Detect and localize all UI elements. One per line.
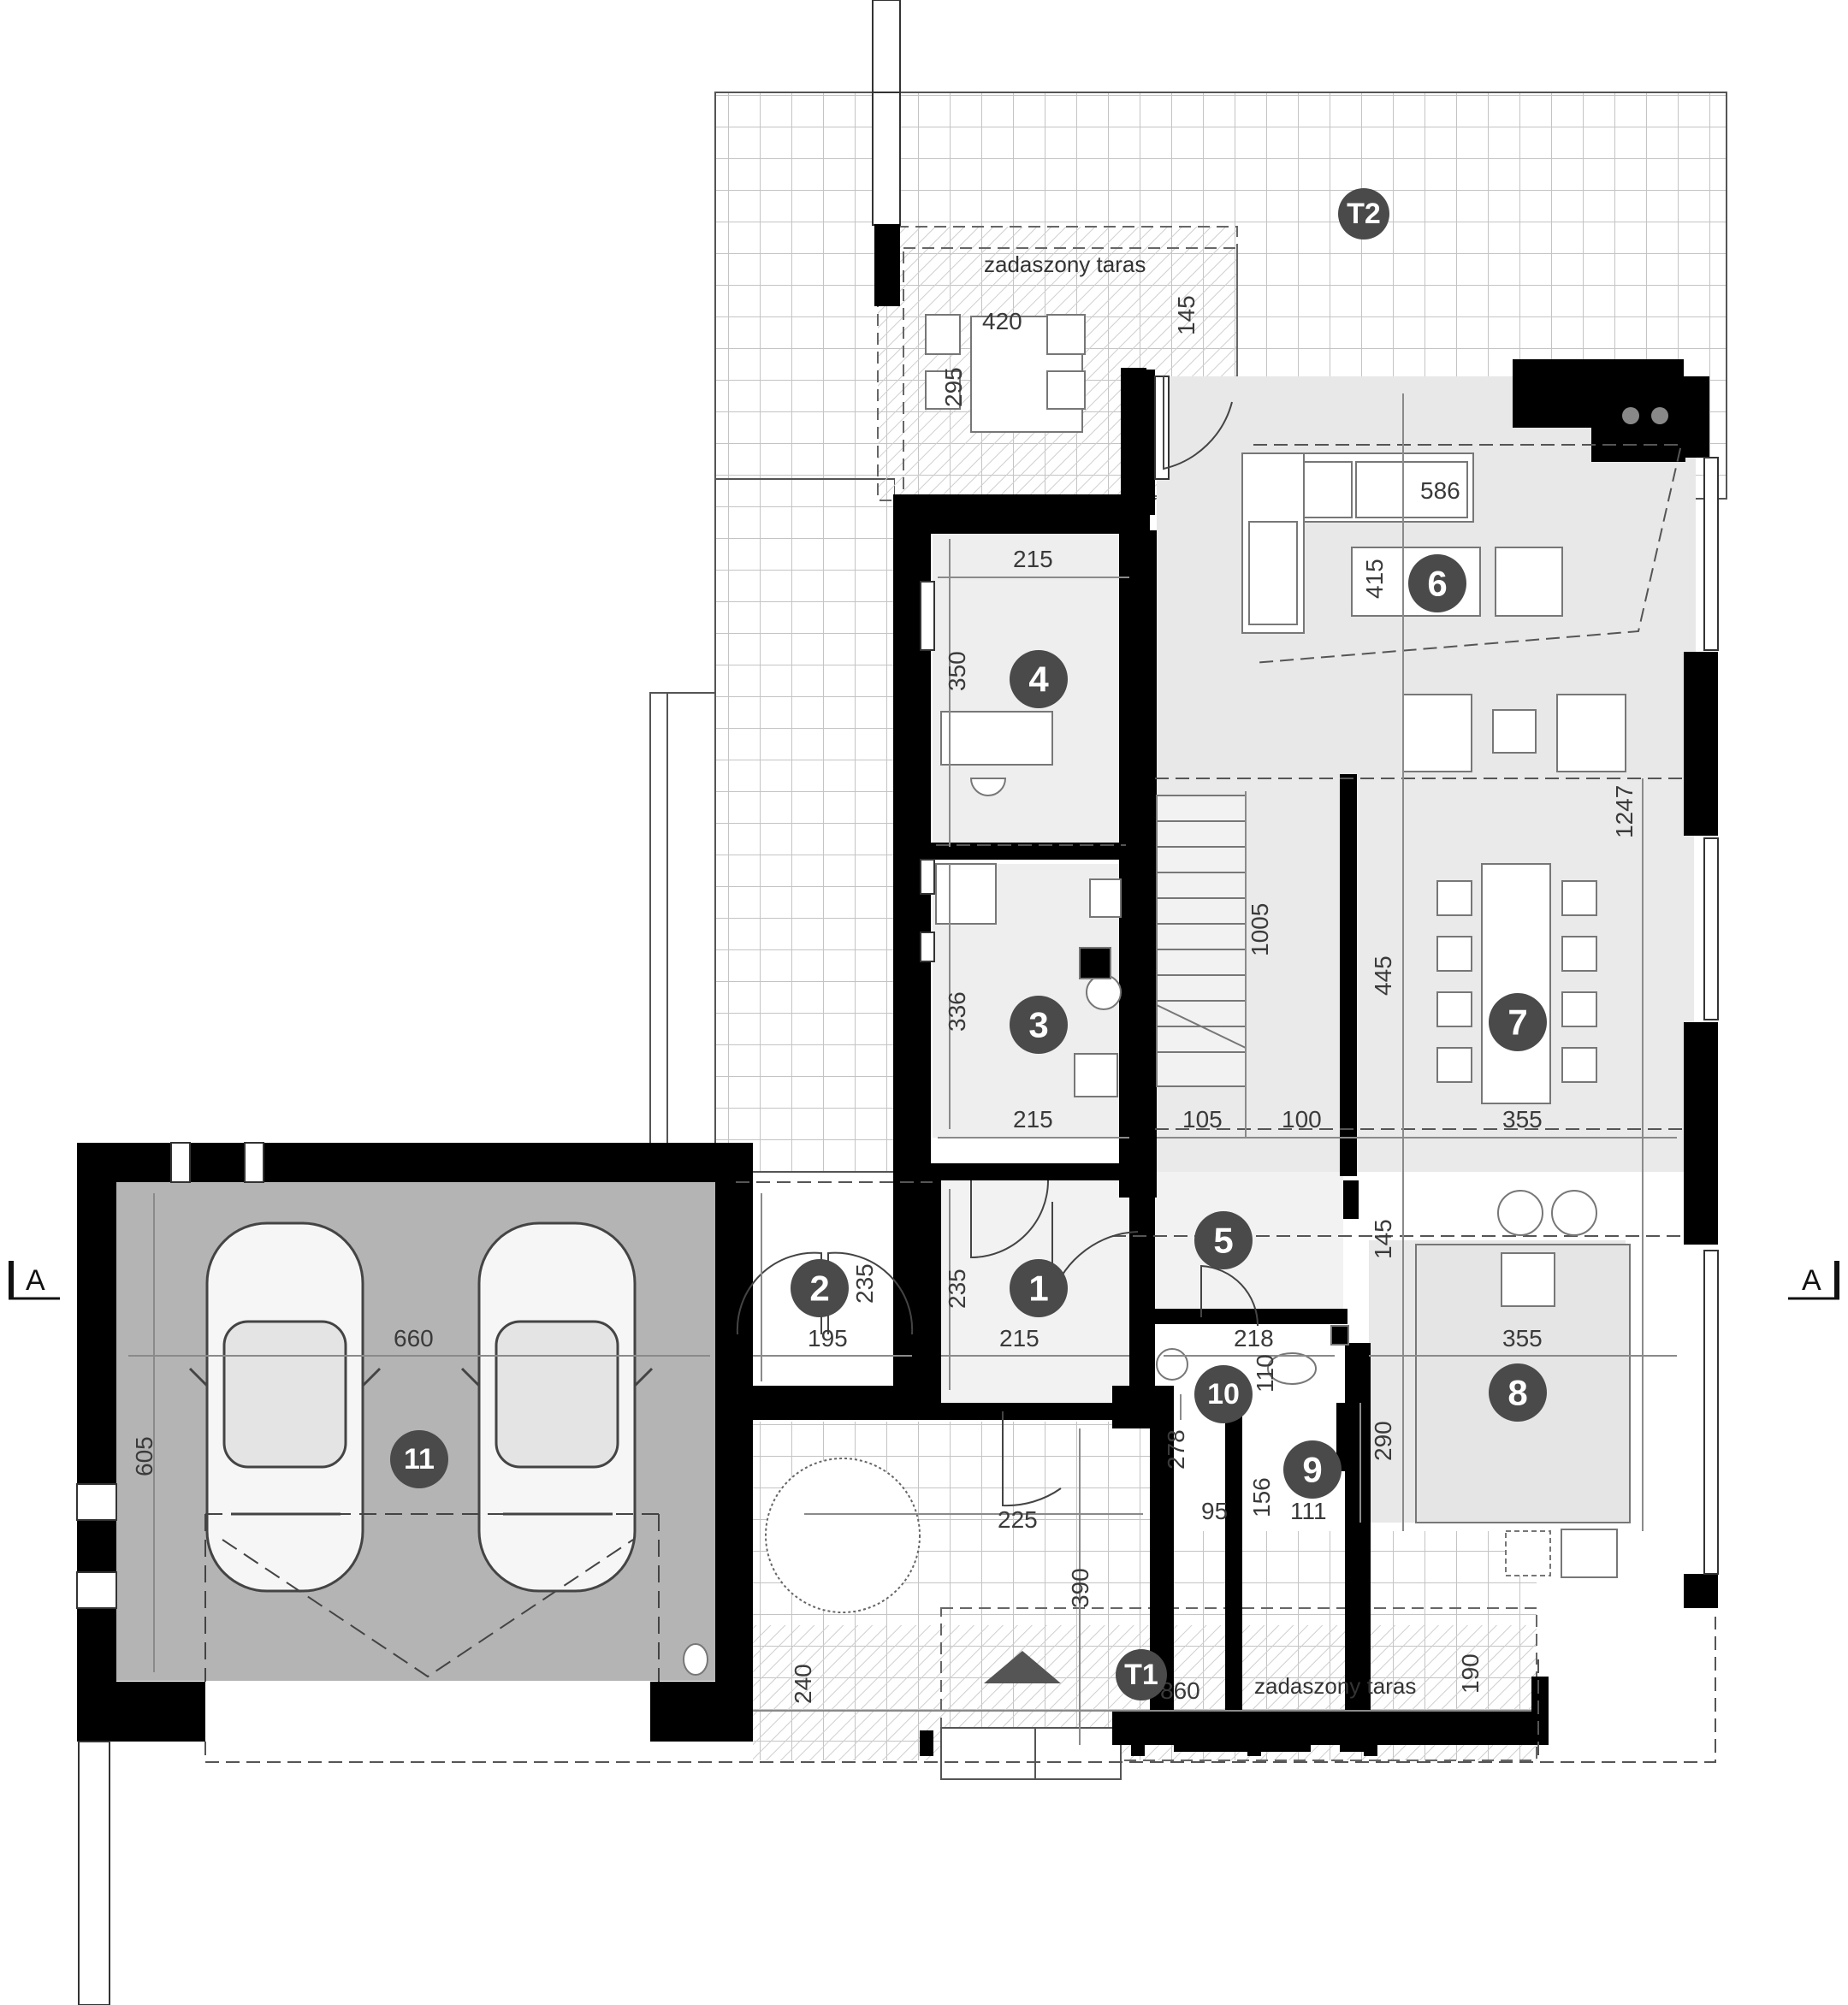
dim-dining-h: 445 — [1370, 955, 1396, 996]
room-badge-6: 6 — [1408, 554, 1466, 612]
dim-room4-h: 350 — [944, 651, 970, 691]
dim-living-h: 415 — [1361, 559, 1388, 599]
svg-text:5: 5 — [1213, 1221, 1233, 1261]
svg-text:10: 10 — [1207, 1378, 1240, 1411]
room-badge-11: 11 — [390, 1430, 448, 1488]
dimension-lines — [128, 393, 1677, 1745]
staircase — [1156, 795, 1247, 1087]
dim-r9-h: 156 — [1248, 1477, 1275, 1517]
dim-t1-w: 860 — [1160, 1677, 1200, 1704]
dim-roof-top: 145 — [1173, 295, 1199, 335]
chimney-icon — [1622, 407, 1639, 424]
svg-text:1: 1 — [1028, 1269, 1048, 1309]
entrance-arrow-icon — [984, 1651, 1061, 1683]
svg-text:A: A — [26, 1264, 45, 1297]
dim-corridor-w: 100 — [1282, 1106, 1322, 1133]
door-swings — [736, 376, 1259, 1507]
dim-bath-w: 95 — [1201, 1498, 1228, 1524]
dim-garage-h: 605 — [131, 1436, 157, 1476]
dim-room3-h: 336 — [944, 991, 970, 1032]
dim-garage-w: 660 — [394, 1325, 434, 1351]
svg-text:3: 3 — [1028, 1005, 1048, 1045]
dim-sofa-w: 586 — [1420, 477, 1460, 504]
svg-text:T1: T1 — [1124, 1659, 1158, 1691]
dim-stair-run: 1005 — [1247, 903, 1273, 956]
room-badge-7: 7 — [1489, 993, 1547, 1051]
room-badge-8: 8 — [1489, 1363, 1547, 1422]
room-badge-4: 4 — [1010, 650, 1068, 708]
room-badge-9: 9 — [1283, 1440, 1342, 1499]
walls — [76, 0, 1719, 1756]
boundary-post — [78, 1741, 110, 2005]
room-badges: 1 2 3 4 5 6 7 8 9 10 11 T1 T2 — [390, 188, 1547, 1700]
svg-text:A: A — [1802, 1264, 1821, 1297]
svg-text:T2: T2 — [1347, 198, 1381, 230]
dim-kitchen-top: 145 — [1370, 1219, 1396, 1259]
dimension-labels: 420 295 145 586 415 215 350 336 215 1005… — [131, 295, 1638, 1704]
garage-door-swing — [204, 1513, 660, 1682]
furniture — [683, 314, 1631, 1676]
dim-dining-w: 355 — [1502, 1106, 1543, 1133]
room-badge-t2: T2 — [1338, 188, 1389, 240]
dim-entry-h: 390 — [1067, 1568, 1093, 1608]
dim-room3-w: 215 — [1013, 1106, 1053, 1133]
section-mark-left: A — [9, 1261, 60, 1300]
car-left — [188, 1221, 382, 1593]
svg-text:11: 11 — [404, 1443, 435, 1476]
room-badge-5: 5 — [1194, 1211, 1253, 1269]
covered-terrace-label-top: zadaszony taras — [984, 251, 1146, 277]
svg-text:4: 4 — [1028, 659, 1049, 700]
room-badge-1: 1 — [1010, 1259, 1068, 1317]
room-badge-2: 2 — [791, 1259, 849, 1317]
chimney-icon-2 — [1651, 407, 1668, 424]
dim-hall-h: 235 — [944, 1269, 970, 1309]
dim-kitchen-w: 355 — [1502, 1325, 1543, 1351]
dim-vest-w: 195 — [808, 1325, 848, 1351]
dim-entry-w: 225 — [998, 1506, 1038, 1533]
dim-table-top-w: 420 — [982, 308, 1022, 334]
svg-text:9: 9 — [1302, 1450, 1322, 1490]
car-right — [460, 1221, 654, 1593]
dim-table-top-h: 295 — [940, 367, 967, 407]
dim-hall-w: 215 — [999, 1325, 1040, 1351]
dim-bath-h: 278 — [1163, 1429, 1189, 1470]
dim-r9-w: 111 — [1290, 1498, 1327, 1524]
dim-kitchen-h: 290 — [1370, 1421, 1396, 1461]
covered-terrace-label-bottom: zadaszony taras — [1254, 1673, 1416, 1699]
room-badge-10: 10 — [1194, 1365, 1253, 1423]
dim-wc-w: 218 — [1234, 1325, 1274, 1351]
svg-text:7: 7 — [1507, 1002, 1527, 1043]
svg-text:2: 2 — [809, 1269, 829, 1309]
svg-text:8: 8 — [1507, 1373, 1527, 1413]
room-badge-t1: T1 — [1116, 1649, 1167, 1700]
dim-stair-w: 105 — [1182, 1106, 1223, 1133]
tree-icon — [765, 1458, 921, 1613]
dim-t1-left: 240 — [790, 1664, 816, 1704]
dim-total-h: 1247 — [1611, 785, 1638, 838]
dim-room4-w: 215 — [1013, 546, 1053, 572]
dim-vest-h: 235 — [851, 1263, 878, 1304]
section-mark-right: A — [1788, 1261, 1839, 1300]
svg-text:6: 6 — [1427, 564, 1447, 604]
dim-t1-right: 190 — [1457, 1653, 1484, 1694]
dim-wc-h: 110 — [1252, 1354, 1278, 1393]
room-badge-3: 3 — [1010, 996, 1068, 1054]
